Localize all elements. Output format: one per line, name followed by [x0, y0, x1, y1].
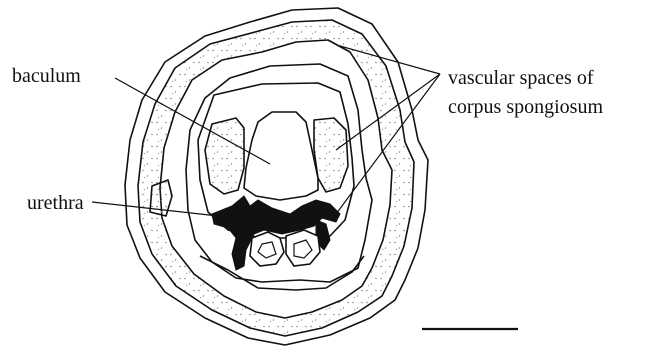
baculum-label: baculum — [12, 64, 81, 88]
right-vascular-space — [314, 118, 348, 192]
left-vascular-space — [205, 118, 244, 194]
vascular-spaces-label-line2: corpus spongiosum — [448, 95, 603, 119]
baculum-leader — [115, 78, 270, 164]
vascular-spaces-label-line1: vascular spaces of — [448, 66, 594, 90]
urethra-dark-region — [212, 196, 340, 270]
urethra-label: urethra — [27, 191, 84, 215]
lower-inner-contour — [200, 256, 364, 290]
